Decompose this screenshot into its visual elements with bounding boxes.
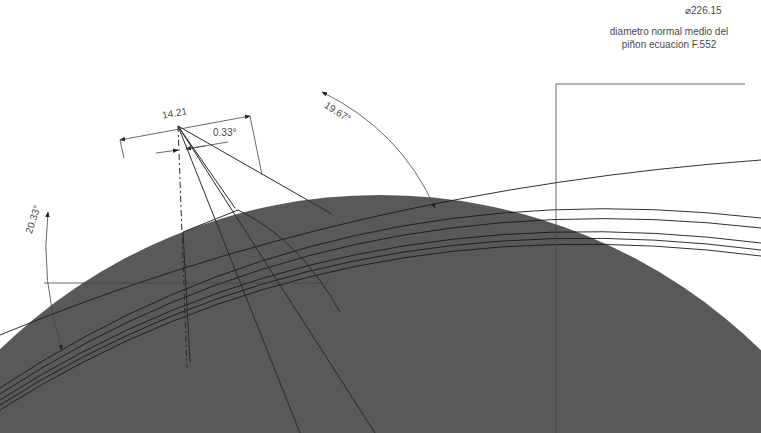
tooth-profile <box>178 126 375 433</box>
angle-dimension: 0.33° <box>212 126 237 139</box>
length-dimension: 14.21 <box>160 104 189 121</box>
angle-dimension: 20.33° <box>22 202 44 236</box>
pitch-circles <box>0 160 761 410</box>
angle-dimension: 19.67° <box>321 98 354 125</box>
note-text: diametro normal medio del piñon ecuacion… <box>604 25 734 51</box>
diameter-dimension: ⌀226.15 <box>684 4 723 17</box>
dimension-lines <box>44 84 745 433</box>
pinion-body <box>0 195 761 433</box>
